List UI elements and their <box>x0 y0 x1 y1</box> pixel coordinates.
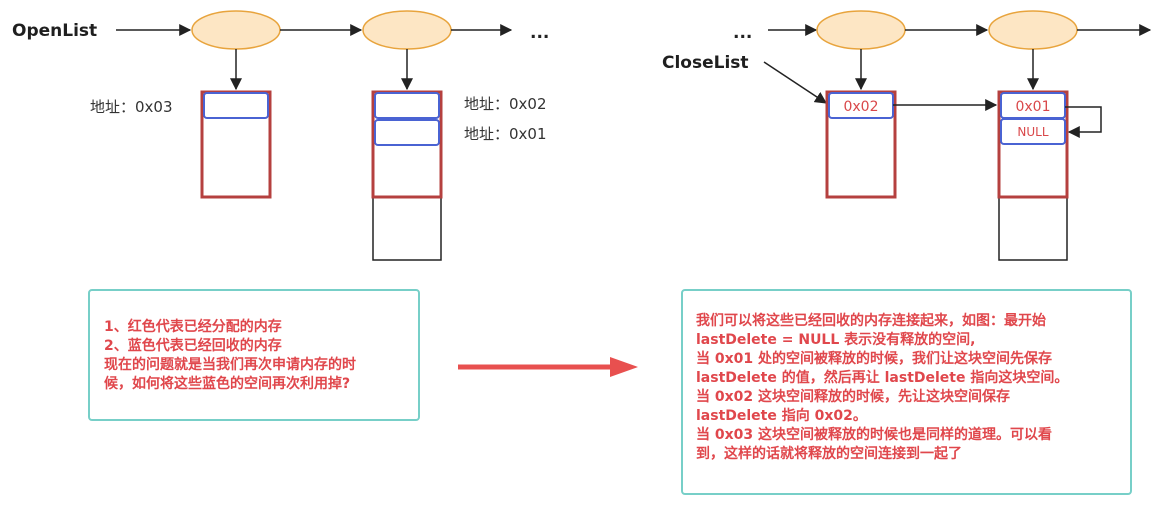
note-right-line: 当 0x03 这块空间被释放的时候也是同样的道理。可以看 <box>696 427 1053 443</box>
note-left: 1、红色代表已经分配的内存 2、蓝色代表已经回收的内存 现在的问题就是当我们再次… <box>88 289 420 421</box>
openlist-node-1 <box>191 10 281 50</box>
free-slot-null <box>1000 118 1066 145</box>
recycled-slot-0x03 <box>203 92 269 119</box>
closelist-node-2 <box>988 10 1078 50</box>
free-slot-0x02-value: 0x02 <box>843 99 878 115</box>
note-right-line: 我们可以将这些已经回收的内存连接起来，如图：最开始 <box>696 313 1046 329</box>
note-right-line: 当 0x01 处的空间被释放的时候，我们让这块空间先保存 <box>696 351 1053 367</box>
memory-block-b-unallocated <box>372 196 442 261</box>
note-right-line: 当 0x02 这块空间释放的时候，先让这块空间保存 <box>696 389 1011 405</box>
note-left-line: 现在的问题就是当我们再次申请内存的时 <box>104 357 356 373</box>
recycled-slot-0x02 <box>374 92 440 119</box>
note-right-line: 到，这样的话就将释放的空间连接到一起了 <box>696 446 962 462</box>
note-left-line: 1、红色代表已经分配的内存 <box>104 319 282 335</box>
free-slot-null-value: NULL <box>1017 125 1048 139</box>
openlist-node-2 <box>362 10 452 50</box>
address-label-0x01: 地址：0x01 <box>464 125 547 143</box>
closelist-ellipsis: ... <box>733 23 752 43</box>
note-right-line: lastDelete 的值，然后再让 lastDelete 指向这块空间。 <box>696 370 1069 386</box>
closelist-pointer-arrow <box>763 61 828 104</box>
openlist-label: OpenList <box>12 21 97 41</box>
free-slot-0x01-value: 0x01 <box>1015 99 1050 115</box>
note-left-line: 2、蓝色代表已经回收的内存 <box>104 338 282 354</box>
closelist-node-1 <box>816 10 906 50</box>
closelist-label: CloseList <box>662 53 749 73</box>
note-right-line: lastDelete = NULL 表示没有释放的空间, <box>696 332 976 348</box>
null-loop-arrow <box>1065 106 1102 138</box>
openlist-ellipsis: ... <box>530 23 549 43</box>
address-label-0x03: 地址：0x03 <box>90 98 173 116</box>
address-label-0x02: 地址：0x02 <box>464 95 547 113</box>
transition-arrow-head <box>610 357 638 377</box>
note-right-line: lastDelete 指向 0x02。 <box>696 408 867 424</box>
note-left-line: 候，如何将这些蓝色的空间再次利用掉? <box>104 376 351 392</box>
memory-block-d-unallocated <box>998 196 1068 261</box>
note-right: 我们可以将这些已经回收的内存连接起来，如图：最开始 lastDelete = N… <box>681 289 1132 495</box>
recycled-slot-0x01 <box>374 119 440 146</box>
